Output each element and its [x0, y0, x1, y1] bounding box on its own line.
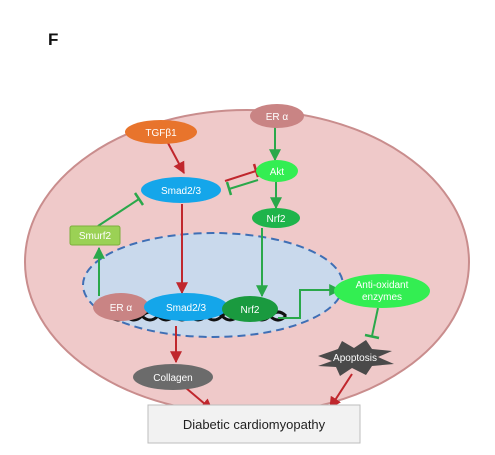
svg-text:Collagen: Collagen	[153, 373, 192, 384]
svg-text:ER α: ER α	[266, 112, 289, 123]
arrow-nrf2-to-antioxidant	[278, 284, 342, 319]
outcome-box: Diabetic cardiomyopathy	[147, 404, 361, 444]
svg-text:enzymes: enzymes	[362, 292, 402, 303]
node-tgfb1: TGFβ1	[125, 120, 197, 144]
node-apoptosis: Apoptosis	[318, 340, 394, 376]
node-collagen: Collagen	[133, 364, 213, 390]
node-antioxidant-enzymes: Anti-oxidant enzymes	[334, 274, 430, 308]
svg-text:Diabetic cardiomyopathy: Diabetic cardiomyopathy	[183, 417, 326, 432]
svg-text:Nrf2: Nrf2	[241, 305, 260, 316]
node-smad-nucleus: Smad2/3	[144, 293, 228, 321]
arrow-apoptosis-to-cardiomyopathy	[329, 373, 353, 410]
svg-text:Anti-oxidant: Anti-oxidant	[356, 280, 409, 291]
svg-text:Smad2/3: Smad2/3	[161, 186, 201, 197]
node-nrf2-nucleus: Nrf2	[222, 296, 278, 322]
svg-text:Akt: Akt	[270, 167, 285, 178]
svg-text:Smurf2: Smurf2	[79, 231, 112, 242]
node-smurf2: Smurf2	[69, 225, 121, 246]
node-er-alpha-top: ER α	[250, 104, 304, 128]
svg-text:Nrf2: Nrf2	[267, 214, 286, 225]
node-nrf2-cytoplasm: Nrf2	[252, 208, 300, 228]
inhibit-smurf2-to-smad	[97, 192, 145, 227]
svg-text:Apoptosis: Apoptosis	[333, 353, 377, 364]
inhibit-akt-to-smad	[225, 179, 259, 196]
arrow-tgfb1-to-smad	[167, 142, 185, 175]
panel-label: F	[48, 30, 59, 49]
inhibit-antioxidant-to-apoptosis	[364, 307, 380, 340]
node-smad-cytoplasm: Smad2/3	[141, 177, 221, 203]
svg-text:Smad2/3: Smad2/3	[166, 303, 206, 314]
svg-text:ER α: ER α	[110, 303, 133, 314]
node-akt: Akt	[256, 160, 298, 182]
svg-text:TGFβ1: TGFβ1	[145, 128, 177, 139]
node-er-alpha-nucleus: ER α	[93, 293, 149, 321]
